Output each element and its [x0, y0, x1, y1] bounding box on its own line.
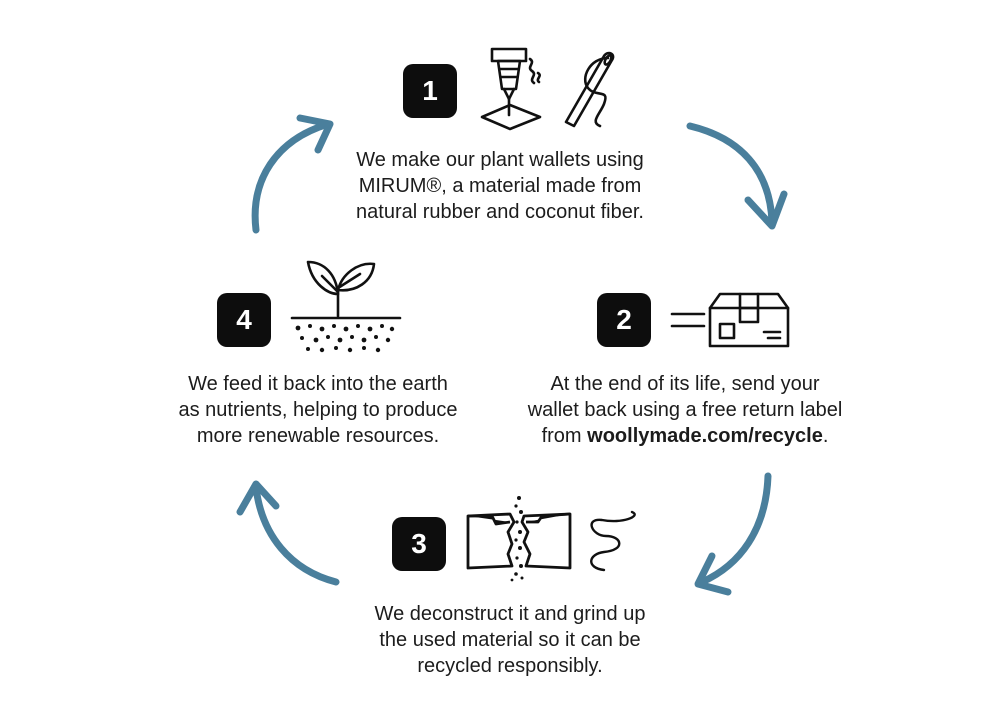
arrow-1-to-2 — [686, 122, 788, 230]
step-4-line-1: We feed it back into the earth — [188, 373, 448, 395]
step-4-line-3: more renewable resources. — [196, 425, 440, 447]
step-3-line-1: We deconstruct it and grind up — [374, 603, 646, 625]
step-2-line-2: wallet back using a free return label — [527, 399, 843, 421]
step-2-line-1: At the end of its life, send your — [550, 373, 820, 395]
step-text-3: We deconstruct it and grind up the used … — [320, 601, 700, 679]
step-2-line-3: from woollymade.com/recycle. — [495, 423, 875, 449]
step-text-1: We make our plant wallets using MIRUM®, … — [310, 147, 690, 225]
step-1-line-1: We make our plant wallets using — [356, 149, 644, 171]
needle-thread-icon — [564, 51, 615, 128]
step-1-line-3: natural rubber and coconut fiber. — [356, 201, 644, 223]
step-text-4: We feed it back into the earth as nutrie… — [128, 371, 508, 449]
step-2-line-3-prefix: from — [541, 425, 588, 447]
step-badge-1: 1 — [403, 64, 457, 118]
arrow-3-to-4 — [236, 480, 340, 586]
step-badge-3: 3 — [392, 517, 446, 571]
torn-wallet-icon — [466, 496, 572, 582]
step-badge-2: 2 — [597, 293, 651, 347]
step-2-line-3-suffix: . — [822, 425, 829, 447]
step-4-line-2: as nutrients, helping to produce — [178, 399, 458, 421]
arrow-4-to-1 — [251, 114, 334, 234]
step-badge-4: 4 — [217, 293, 271, 347]
step-text-2: At the end of its life, send your wallet… — [495, 371, 875, 449]
laser-cutter-icon — [480, 47, 542, 131]
shipping-box-icon — [670, 292, 790, 348]
arrow-2-to-3 — [694, 472, 772, 596]
step-1-line-2: MIRUM®, a material made from — [358, 175, 642, 197]
step-3-line-3: recycled responsibly. — [417, 655, 603, 677]
sprout-icon — [290, 260, 402, 353]
step-3-line-2: the used material so it can be — [379, 629, 641, 651]
fiber-strand-icon — [590, 510, 636, 572]
recycle-url: woollymade.com/recycle — [587, 425, 823, 447]
